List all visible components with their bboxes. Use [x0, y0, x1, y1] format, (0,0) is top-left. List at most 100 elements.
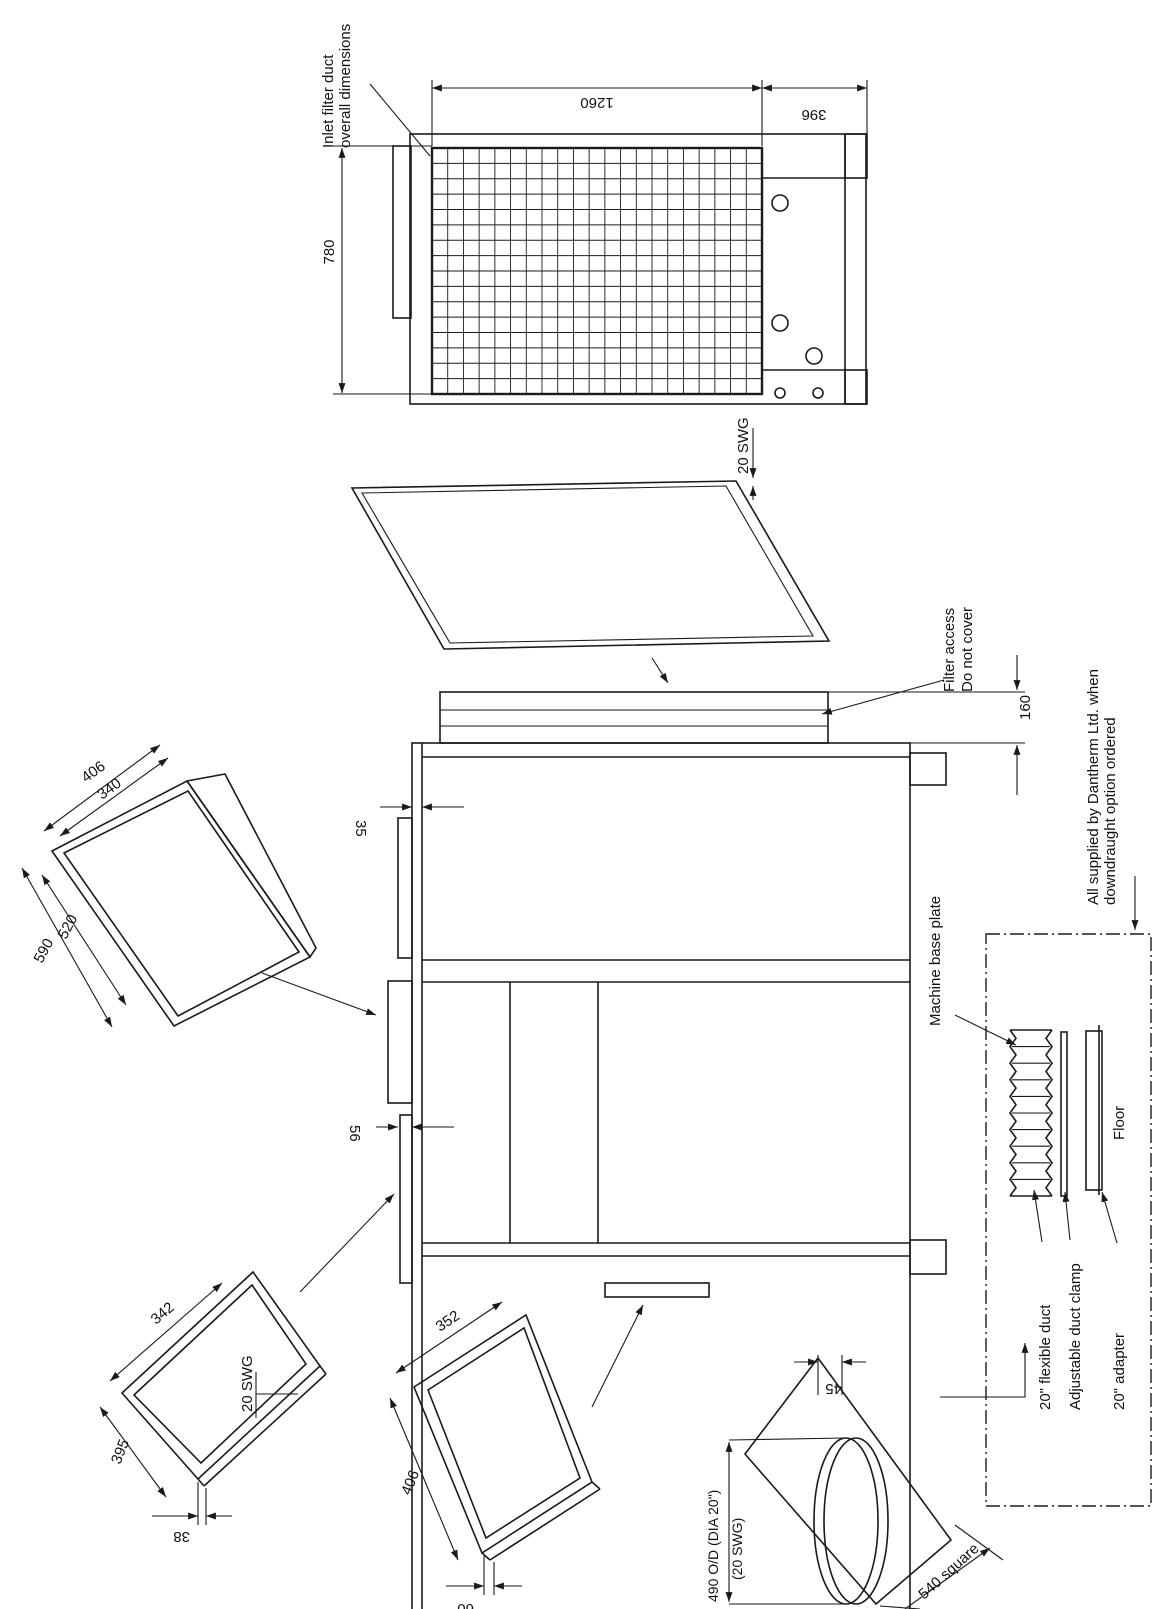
- dim-490-line1: 490 O/D (DIA 20"): [705, 1490, 721, 1602]
- side-flange-lower: [399, 1114, 413, 1284]
- adapter-plate: [1085, 1030, 1103, 1191]
- dim-45: 45: [825, 1380, 842, 1397]
- box-edge: [481, 1552, 491, 1561]
- dim-60: 60: [457, 1600, 474, 1609]
- inlet-filter-note-line1: Inlet filter duct: [320, 54, 337, 148]
- dim-396: 396: [801, 106, 826, 123]
- box-inner: [62, 789, 301, 1018]
- bellows-edge: [1010, 1029, 1052, 1197]
- dim-590: 590: [31, 936, 58, 966]
- duct-box-590: 406 340 590 520: [21, 744, 377, 1028]
- machine-foot: [909, 1239, 947, 1275]
- machine-body: 35 56 160 Filter access Do not cover: [346, 607, 1034, 1609]
- box-edge: [197, 1478, 205, 1487]
- duct-box-342: 342 395 20 SWG 38: [99, 1193, 395, 1545]
- dim-38: 38: [173, 1528, 190, 1545]
- filter-duct-side-flange: [392, 145, 412, 319]
- reference-leader: [940, 1345, 1026, 1398]
- filter-access-note-line1: Filter access: [941, 608, 958, 692]
- leader-arrow: [299, 1193, 395, 1293]
- panel-inner-edge: [361, 485, 814, 644]
- dim-342: 342: [148, 1299, 178, 1328]
- leader-arrow: [591, 1304, 644, 1408]
- dim-395: 395: [108, 1437, 133, 1467]
- leader-arrow: [954, 1014, 1017, 1046]
- mounting-hole: [805, 347, 823, 365]
- dimension-line: [99, 1406, 167, 1498]
- side-flange-upper: [397, 817, 413, 959]
- leader-arrow: [651, 657, 669, 684]
- inlet-filter-note-line2: overall dimensions: [337, 24, 354, 148]
- side-flange-middle: [387, 980, 413, 1104]
- dimension-line: [41, 874, 127, 1006]
- adapter-outline: [743, 1356, 953, 1606]
- machine-outline: [411, 742, 911, 1609]
- leader-arrow: [1101, 1191, 1118, 1244]
- leader-arrow: [1032, 1189, 1043, 1243]
- filter-access-note-line2: Do not cover: [959, 607, 976, 692]
- machine-base-plate-label: Machine base plate: [927, 896, 944, 1026]
- filter-panel: 20 SWG: [350, 417, 831, 684]
- duct-clamp: [1060, 1031, 1068, 1197]
- dim-340: 340: [94, 775, 124, 803]
- filter-access-box: [439, 691, 829, 744]
- box-edge: [591, 1481, 601, 1490]
- dim-20-swg-panel: 20 SWG: [735, 417, 752, 474]
- dimension-line: [904, 1547, 991, 1609]
- filter-duct-outline: [409, 133, 867, 405]
- supplied-items-boundary: [985, 933, 1152, 1507]
- extension-line: [728, 1437, 847, 1441]
- bottom-spigot: [604, 1282, 710, 1298]
- dim-1260: 1260: [580, 94, 613, 111]
- dimension-line: [109, 1282, 223, 1382]
- mounting-hole: [771, 194, 789, 212]
- leader-arrow: [261, 972, 377, 1016]
- duct-clamp-label: Adjustable duct clamp: [1067, 1263, 1084, 1410]
- leader-arrow: [821, 679, 945, 715]
- mounting-hole: [774, 387, 786, 399]
- dimension-line: [59, 757, 169, 837]
- inlet-filter-duct: 1260 396 780 Inlet filter duct overall d…: [320, 24, 868, 405]
- dim-56: 56: [346, 1125, 363, 1142]
- dim-520: 520: [55, 912, 82, 942]
- downdraught-assembly: Floor Machine base plate All supplied by…: [927, 669, 1152, 1507]
- dimension-line: [389, 1397, 459, 1561]
- adapter-label: 20" adapter: [1111, 1333, 1128, 1410]
- box-edge: [319, 1365, 327, 1375]
- dim-490-line2: (20 SWG): [729, 1518, 745, 1580]
- adapter-ring: [823, 1437, 889, 1605]
- leader-line: [369, 83, 431, 157]
- supplied-note-line1: All supplied by Dantherm Ltd. when: [1085, 669, 1102, 905]
- leader-arrow: [1062, 1191, 1071, 1241]
- supplied-note-line2: downdraught option ordered: [1102, 717, 1119, 905]
- floor-label: Floor: [1111, 1106, 1128, 1140]
- dim-35: 35: [352, 820, 369, 837]
- box-edge: [489, 1488, 601, 1561]
- filter-duct-foot: [844, 369, 868, 405]
- box-flange: [185, 773, 317, 959]
- dim-406-lower: 406: [398, 1468, 423, 1498]
- machine-foot: [909, 752, 947, 786]
- bellows-edge: [1009, 1029, 1017, 1197]
- dim-20-swg-box: 20 SWG: [239, 1355, 256, 1412]
- box-edge: [203, 1373, 327, 1487]
- adapter-540: 490 O/D (DIA 20") (20 SWG) 45 540 square: [705, 1355, 1004, 1609]
- dim-540: 540 square: [915, 1540, 982, 1603]
- filter-duct-foot: [844, 133, 868, 179]
- dim-160: 160: [1017, 695, 1034, 720]
- mounting-hole: [812, 387, 824, 399]
- extension-line: [954, 1524, 1004, 1561]
- flexible-duct-label: 20" flexible duct: [1037, 1304, 1054, 1410]
- panel-outline: [350, 480, 831, 650]
- filter-grid: [432, 148, 762, 394]
- box-inner: [427, 1326, 581, 1540]
- bellows-edge: [1045, 1029, 1053, 1197]
- mounting-hole: [771, 314, 789, 332]
- dimension-line: [395, 1301, 503, 1374]
- dim-780: 780: [321, 239, 338, 264]
- duct-box-352: 352 406 60: [389, 1301, 644, 1609]
- flexible-duct-bellows: [1009, 1029, 1053, 1197]
- box-outline: [413, 1313, 593, 1555]
